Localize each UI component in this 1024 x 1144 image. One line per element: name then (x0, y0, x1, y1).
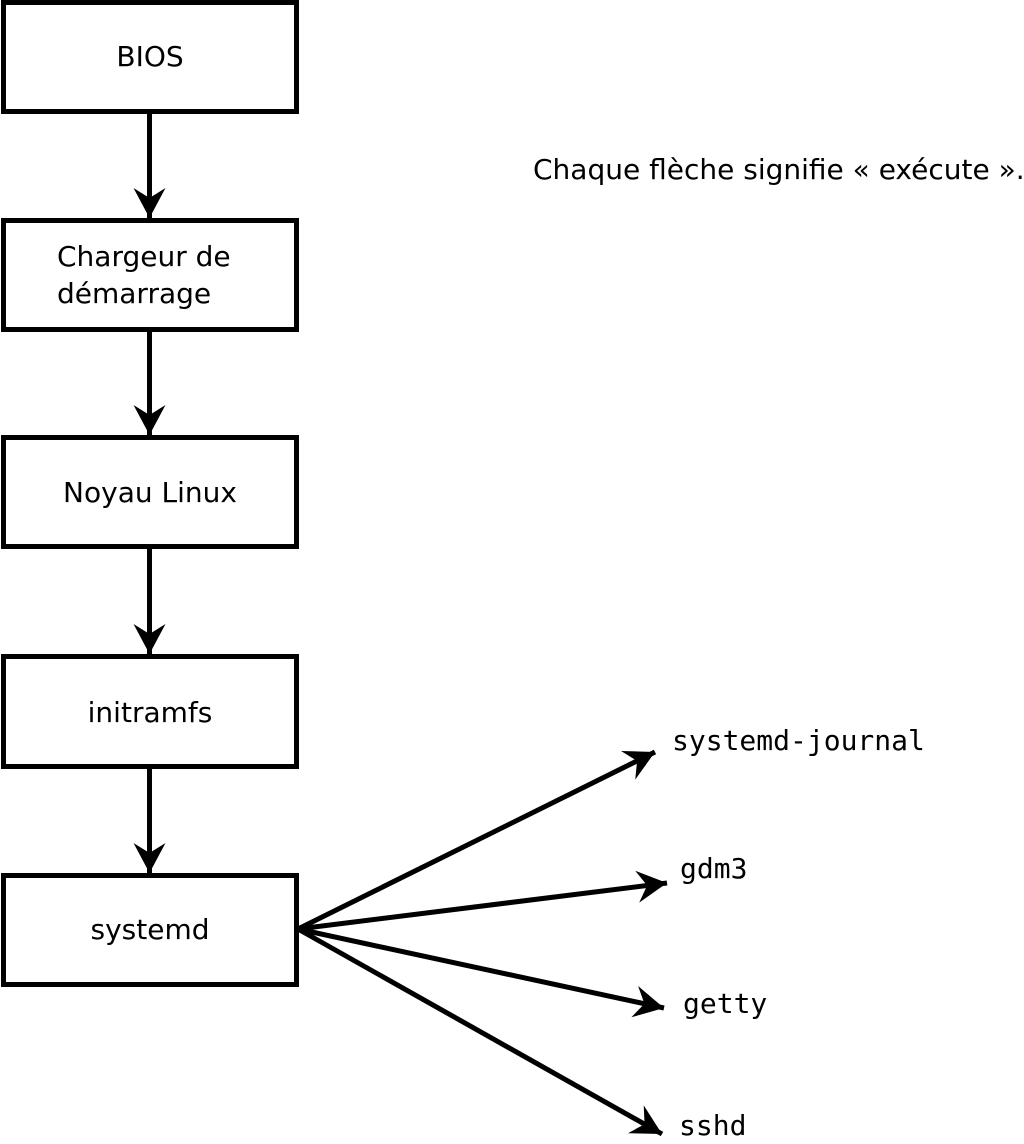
process-label-gdm3: gdm3 (680, 852, 747, 885)
flow-box-bios-label: BIOS (116, 40, 183, 73)
arrow-systemd-to-getty (297, 926, 665, 1018)
flow-box-bootloader: Chargeur de démarrage (1, 218, 299, 332)
flow-box-bootloader-label-line2: démarrage (57, 277, 211, 310)
flow-box-systemd: systemd (1, 873, 299, 987)
process-label-sshd: sshd (679, 1109, 746, 1142)
legend-note: Chaque flèche signifie « exécute ». (533, 153, 1024, 186)
flow-box-systemd-rect (1, 873, 299, 987)
process-label-systemd-journal: systemd-journal (672, 724, 925, 757)
flow-box-initramfs-label: initramfs (88, 696, 213, 729)
flow-box-bios-rect (1, 0, 299, 114)
flow-box-kernel-label: Noyau Linux (63, 476, 237, 509)
flow-box-kernel: Noyau Linux (1, 435, 299, 549)
flow-box-initramfs-rect (1, 654, 299, 769)
flow-box-initramfs: initramfs (1, 654, 299, 769)
flow-box-systemd-label: systemd (91, 913, 210, 946)
arrow-systemd-to-systemd-journal (296, 749, 657, 932)
flow-box-bootloader-rect (1, 218, 299, 332)
process-label-getty: getty (683, 987, 767, 1020)
flow-box-bootloader-label-line1: Chargeur de (57, 240, 231, 273)
arrow-systemd-to-gdm3 (297, 870, 668, 932)
arrow-systemd-to-sshd (296, 926, 664, 1137)
flow-box-bios: BIOS (1, 0, 299, 114)
flow-box-kernel-rect (1, 435, 299, 549)
